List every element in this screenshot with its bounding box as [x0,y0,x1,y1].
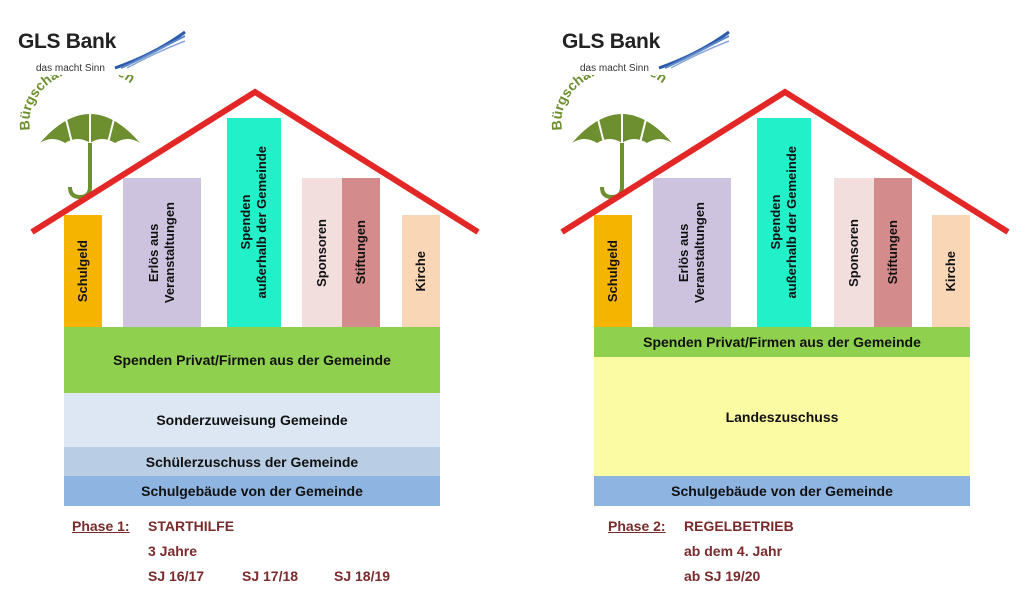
pillar-stiftungen: Stiftungen [874,178,912,327]
phase1-year-1: SJ 16/17 [148,568,205,584]
pillar-kirche: Kirche [402,215,440,327]
band-spenden-privat: Spenden Privat/Firmen aus der Gemeinde [64,327,440,393]
phase2-line2: ab dem 4. Jahr [684,543,783,559]
logo-swoosh-icon [658,30,730,70]
phase1-year-2: SJ 17/18 [242,568,299,584]
phase2-title: REGELBETRIEB [684,518,794,534]
phase1-title: STARTHILFE [148,518,235,534]
phase1-label: Phase 1: [72,518,130,534]
logo-tagline: das macht Sinn [36,63,105,74]
band-landeszuschuss: Landeszuschuss [594,357,970,476]
logo-tagline: das macht Sinn [580,63,649,74]
logo-name: GLS Bank [562,30,660,53]
gls-bank-logo: GLS Bank das macht Sinn [18,30,186,90]
pillar-spenden-ausserhalb: Spenden außerhalb der Gemeinde [227,118,281,327]
phase1-house-panel: GLS Bank das macht Sinn Bürgschaftsdarle… [16,30,480,584]
band-schulgebaeude: Schulgebäude von der Gemeinde [64,476,440,506]
logo-swoosh-icon [114,30,186,70]
band-schulgebaeude: Schulgebäude von der Gemeinde [594,476,970,506]
pillar-schulgeld: Schulgeld [64,215,102,327]
pillar-erloes: Erlös aus Veranstaltungen [123,178,201,327]
logo-name: GLS Bank [18,30,116,53]
gls-bank-logo: GLS Bank das macht Sinn [562,30,730,90]
band-spenden-privat: Spenden Privat/Firmen aus der Gemeinde [594,327,970,357]
phase2-line3: ab SJ 19/20 [684,568,761,584]
pillar-schulgeld: Schulgeld [594,215,632,327]
phase1-duration: 3 Jahre [148,543,198,559]
phase1-year-3: SJ 18/19 [334,568,391,584]
pillar-spenden-ausserhalb: Spenden außerhalb der Gemeinde [757,118,811,327]
phase2-label: Phase 2: [608,518,666,534]
pillar-erloes: Erlös aus Veranstaltungen [653,178,731,327]
pillar-stiftungen: Stiftungen [342,178,380,327]
band-sonderzuweisung: Sonderzuweisung Gemeinde [64,393,440,447]
pillar-sponsoren: Sponsoren [302,178,342,327]
phase2-house-panel: GLS Bank das macht Sinn Bürgschaftsdarle… [530,0,1030,601]
pillar-sponsoren: Sponsoren [834,178,874,327]
pillar-kirche: Kirche [932,215,970,327]
band-schuelerzuschuss: Schülerzuschuss der Gemeinde [64,447,440,476]
